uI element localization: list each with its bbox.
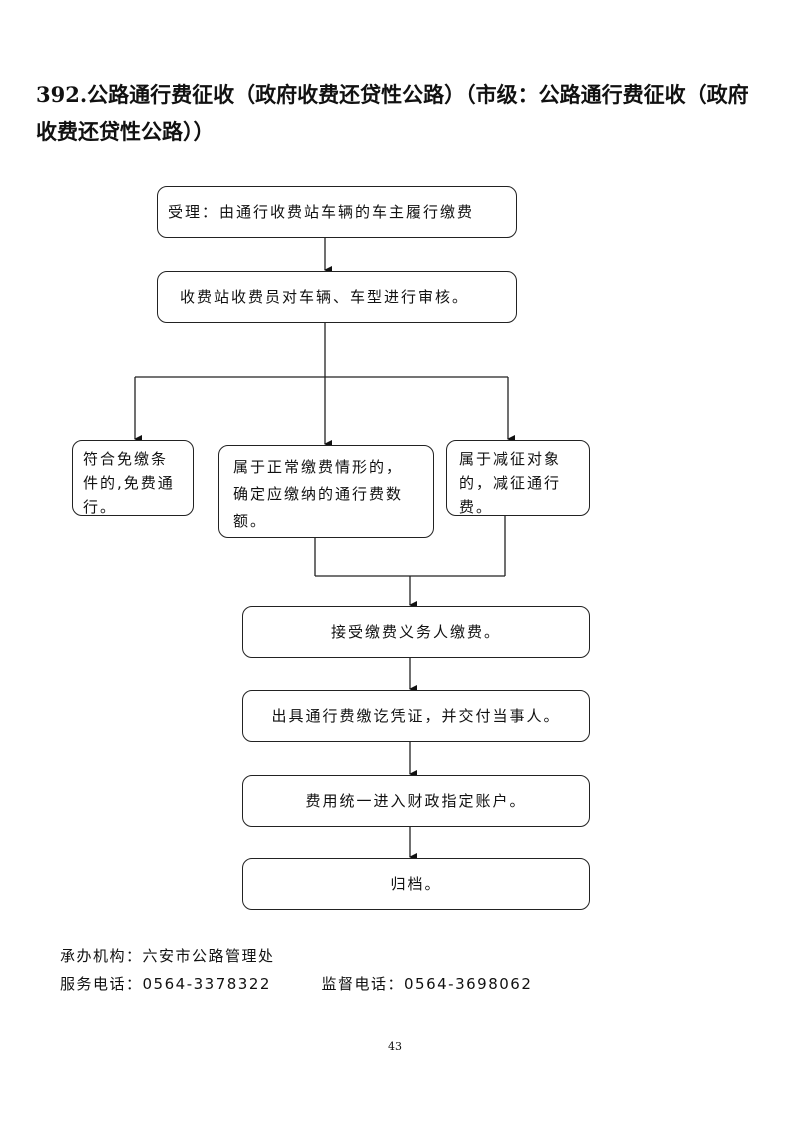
flow-step-finance: 费用统一进入财政指定账户。 xyxy=(242,775,590,827)
flow-step-accept: 受理：由通行收费站车辆的车主履行缴费 xyxy=(157,186,517,238)
flow-branch-reduced: 属于减征对象的，减征通行费。 xyxy=(446,440,590,516)
flow-step-archive: 归档。 xyxy=(242,858,590,910)
agency-label: 承办机构： xyxy=(60,947,143,965)
agency-line: 承办机构：六安市公路管理处 xyxy=(60,945,275,966)
supervision-phone-label: 监督电话： xyxy=(321,975,404,993)
flow-branch-normal: 属于正常缴费情形的，确定应缴纳的通行费数额。 xyxy=(218,445,434,538)
phone-line: 服务电话：0564-3378322 监督电话：0564-3698062 xyxy=(60,973,532,994)
flow-step-review: 收费站收费员对车辆、车型进行审核。 xyxy=(157,271,517,323)
page-title: 392.公路通行费征收（政府收费还贷性公路）（市级：公路通行费征收（政府收费还贷… xyxy=(36,82,749,144)
flow-step-receipt: 出具通行费缴讫凭证，并交付当事人。 xyxy=(242,690,590,742)
flow-step-payment: 接受缴费义务人缴费。 xyxy=(242,606,590,658)
page-number: 43 xyxy=(388,1040,402,1053)
flow-branch-exempt: 符合免缴条件的,免费通行。 xyxy=(72,440,194,516)
agency-name: 六安市公路管理处 xyxy=(142,947,275,965)
service-phone: 0564-3378322 xyxy=(142,975,271,993)
supervision-phone: 0564-3698062 xyxy=(403,975,533,993)
service-phone-label: 服务电话： xyxy=(60,975,143,993)
